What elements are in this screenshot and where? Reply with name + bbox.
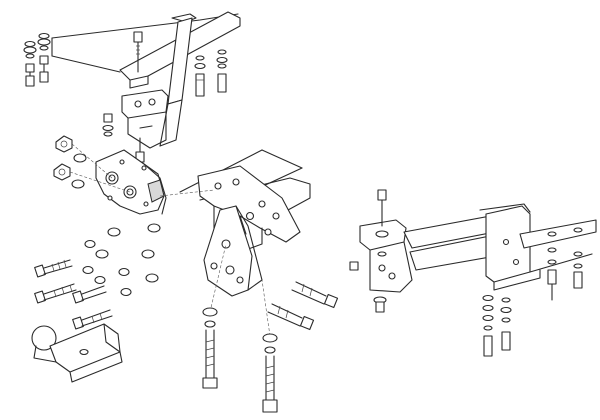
long-bolt-6 — [267, 303, 315, 331]
bolt-stack-left-2 — [37, 32, 51, 83]
tow-ball — [31, 323, 123, 383]
vertical-bolt-1 — [202, 307, 218, 389]
center-mounting-plate — [197, 165, 301, 253]
bracket-top-bolt — [133, 31, 143, 73]
bolt-stack-right-1 — [194, 55, 206, 97]
drop-side-plate — [203, 205, 263, 297]
right-bolt-stack-1 — [482, 294, 494, 357]
top-bracket-plate — [119, 11, 241, 149]
plate-nuts — [53, 135, 87, 189]
right-bracket-body — [359, 203, 597, 293]
tow-ball-plate — [95, 149, 167, 215]
right-bolt-stack-3 — [547, 231, 557, 301]
long-bolt-5 — [291, 281, 339, 309]
long-bolt-2 — [34, 283, 77, 304]
long-bolt-4 — [72, 309, 113, 330]
right-bracket-side-nut — [349, 251, 387, 313]
bolt-stack-right-2 — [216, 49, 228, 93]
long-bolt-1 — [34, 259, 73, 278]
right-bolt-stack-2 — [500, 297, 512, 351]
bolt-stack-left-1 — [23, 40, 37, 87]
right-side-bracket-assembly — [349, 189, 597, 357]
hitch-crossbar-assembly — [31, 135, 339, 413]
alignment-lines — [69, 143, 271, 337]
right-bolt-stack-4 — [573, 227, 583, 289]
upper-side-bracket-assembly — [23, 11, 241, 163]
vertical-bolt-2 — [262, 333, 278, 413]
washer-row-middle — [82, 223, 161, 297]
right-bracket-top-bolt — [375, 189, 389, 238]
long-bolt-3 — [72, 285, 107, 304]
